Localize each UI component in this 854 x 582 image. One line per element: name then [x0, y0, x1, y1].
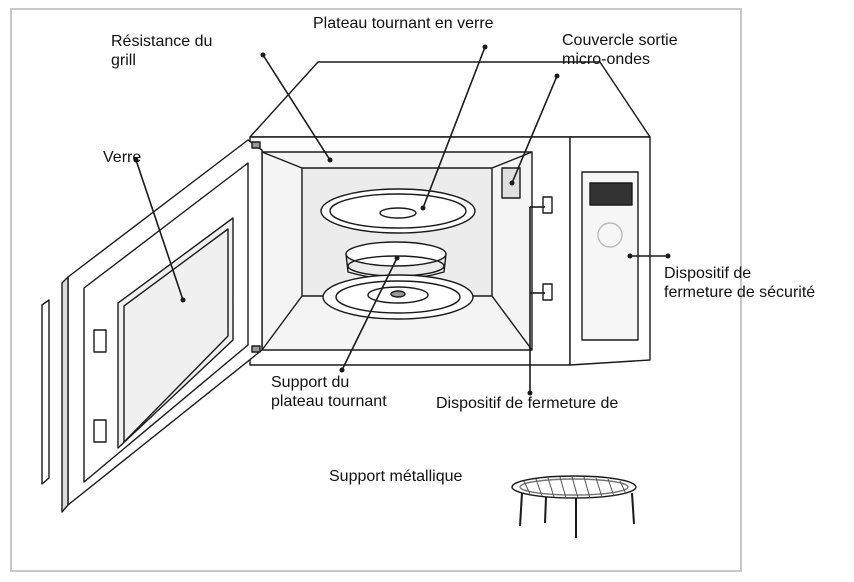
metal-rack-legs	[519, 492, 635, 538]
display-window	[589, 182, 633, 206]
label-metal-rack: Support métallique	[329, 468, 463, 485]
label-door-latch: Dispositif de fermeture de	[436, 395, 619, 412]
door-handle	[41, 299, 50, 485]
metal-rack-grid	[523, 476, 627, 499]
roller-ring	[345, 241, 447, 267]
label-safety-latch: Dispositif de fermeture de sécurité	[664, 265, 816, 301]
label-glass-turntable: Plateau tournant en verre	[313, 15, 494, 32]
label-glass: Verre	[103, 149, 142, 166]
metal-rack	[511, 475, 637, 499]
control-knob	[597, 222, 623, 248]
label-grill: Résistance du grill	[111, 33, 213, 69]
door-glass	[117, 217, 234, 449]
latch-slot-lower	[542, 283, 553, 301]
label-waveguide-cover: Couvercle sortie micro-ondes	[562, 32, 678, 68]
diagram-frame	[10, 8, 742, 572]
door-hook-upper	[93, 329, 107, 353]
door-hook-lower	[93, 419, 107, 443]
glass-turntable	[320, 188, 476, 234]
leader-dots	[133, 44, 671, 396]
latch-slot-upper	[542, 196, 553, 214]
label-turntable-support: Support du plateau tournant	[271, 374, 387, 410]
leader-lines	[135, 46, 668, 393]
microwave-top	[249, 61, 651, 138]
door-edge	[61, 276, 69, 513]
